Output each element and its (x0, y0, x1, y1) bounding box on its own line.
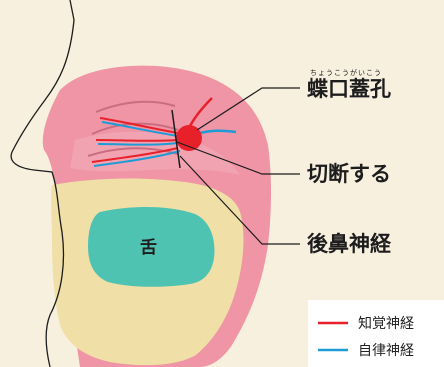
legend-label-autonomic: 自律神経 (358, 343, 414, 359)
nerve-label: 後鼻神経 (307, 232, 392, 256)
legend-box (308, 300, 444, 367)
tongue-label: 舌 (140, 237, 157, 258)
leader-line-nerve (179, 155, 300, 245)
foramen-label: 蝶口蓋孔 (307, 77, 391, 101)
leader-line-foramen (196, 87, 300, 131)
face-outline (10, 0, 75, 367)
legend-label-sensory: 知覚神経 (358, 315, 414, 332)
turbinate-fold-upper (95, 100, 176, 113)
turbinate-fold-lower (87, 147, 179, 157)
cut-label: 切断する (307, 162, 391, 186)
cut-line (171, 109, 181, 169)
leader-line-cut (176, 141, 300, 175)
foramen-ruby: ちょうこうがいこう (310, 68, 382, 77)
tongue-shape (88, 206, 215, 287)
